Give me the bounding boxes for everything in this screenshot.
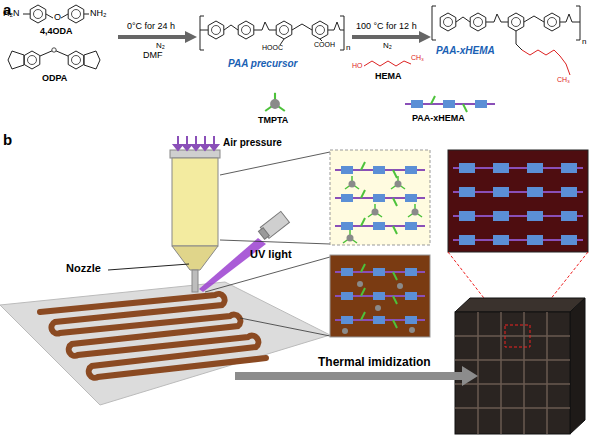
figure-label: Nozzle bbox=[66, 262, 101, 274]
figure-label: HOOC bbox=[262, 44, 283, 52]
legend-text: TMPTA bbox=[258, 116, 288, 126]
figure-label: N₂ bbox=[156, 42, 165, 51]
odpa-structure bbox=[8, 48, 100, 69]
cured-inset bbox=[330, 255, 430, 337]
figure-label: UV light bbox=[250, 248, 292, 260]
inset-leaders bbox=[205, 152, 330, 336]
printed-lattice bbox=[455, 298, 585, 434]
tmpta-symbol bbox=[265, 93, 285, 111]
air-pressure-arrows bbox=[174, 136, 218, 150]
figure-label: n bbox=[582, 38, 586, 47]
syringe bbox=[170, 150, 220, 292]
paa-xhema-structure bbox=[432, 6, 580, 75]
figure-label: HO bbox=[352, 62, 363, 70]
figure-label: N₂ bbox=[383, 42, 392, 51]
legend-text: PAA-xHEMA bbox=[412, 114, 465, 124]
figure-label: b bbox=[3, 132, 12, 149]
figure-label: HEMA bbox=[375, 72, 402, 82]
figure-label: Air pressure bbox=[223, 137, 282, 148]
figure-label: CH₃ bbox=[557, 76, 570, 84]
figure-label: 100 °C for 12 h bbox=[356, 22, 417, 32]
chain-symbol bbox=[405, 96, 495, 112]
figure-label: COOH bbox=[314, 41, 335, 49]
figure-label: 0°C for 24 h bbox=[127, 22, 175, 32]
figure-label: O bbox=[54, 13, 61, 23]
figure-label: DMF bbox=[143, 51, 163, 61]
figure-label: PAA precursor bbox=[228, 58, 297, 69]
figure-label: 4,4ODA bbox=[40, 27, 73, 37]
oda-structure bbox=[23, 5, 89, 23]
polyimide-zoom bbox=[448, 150, 588, 252]
figure-label: NH₂ bbox=[90, 9, 107, 19]
figure-label: n bbox=[346, 44, 350, 53]
figure-label: H₂N bbox=[3, 9, 20, 19]
print-platform bbox=[0, 282, 330, 405]
figure-label: ODPA bbox=[42, 74, 67, 84]
figure-label: PAA-xHEMA bbox=[436, 45, 495, 56]
resin-inset bbox=[330, 150, 430, 245]
nozzle-leader bbox=[108, 264, 189, 270]
figure-label: Thermal imidization bbox=[318, 356, 431, 369]
figure-label: CH₃ bbox=[411, 54, 424, 62]
hema-structure bbox=[364, 61, 411, 66]
